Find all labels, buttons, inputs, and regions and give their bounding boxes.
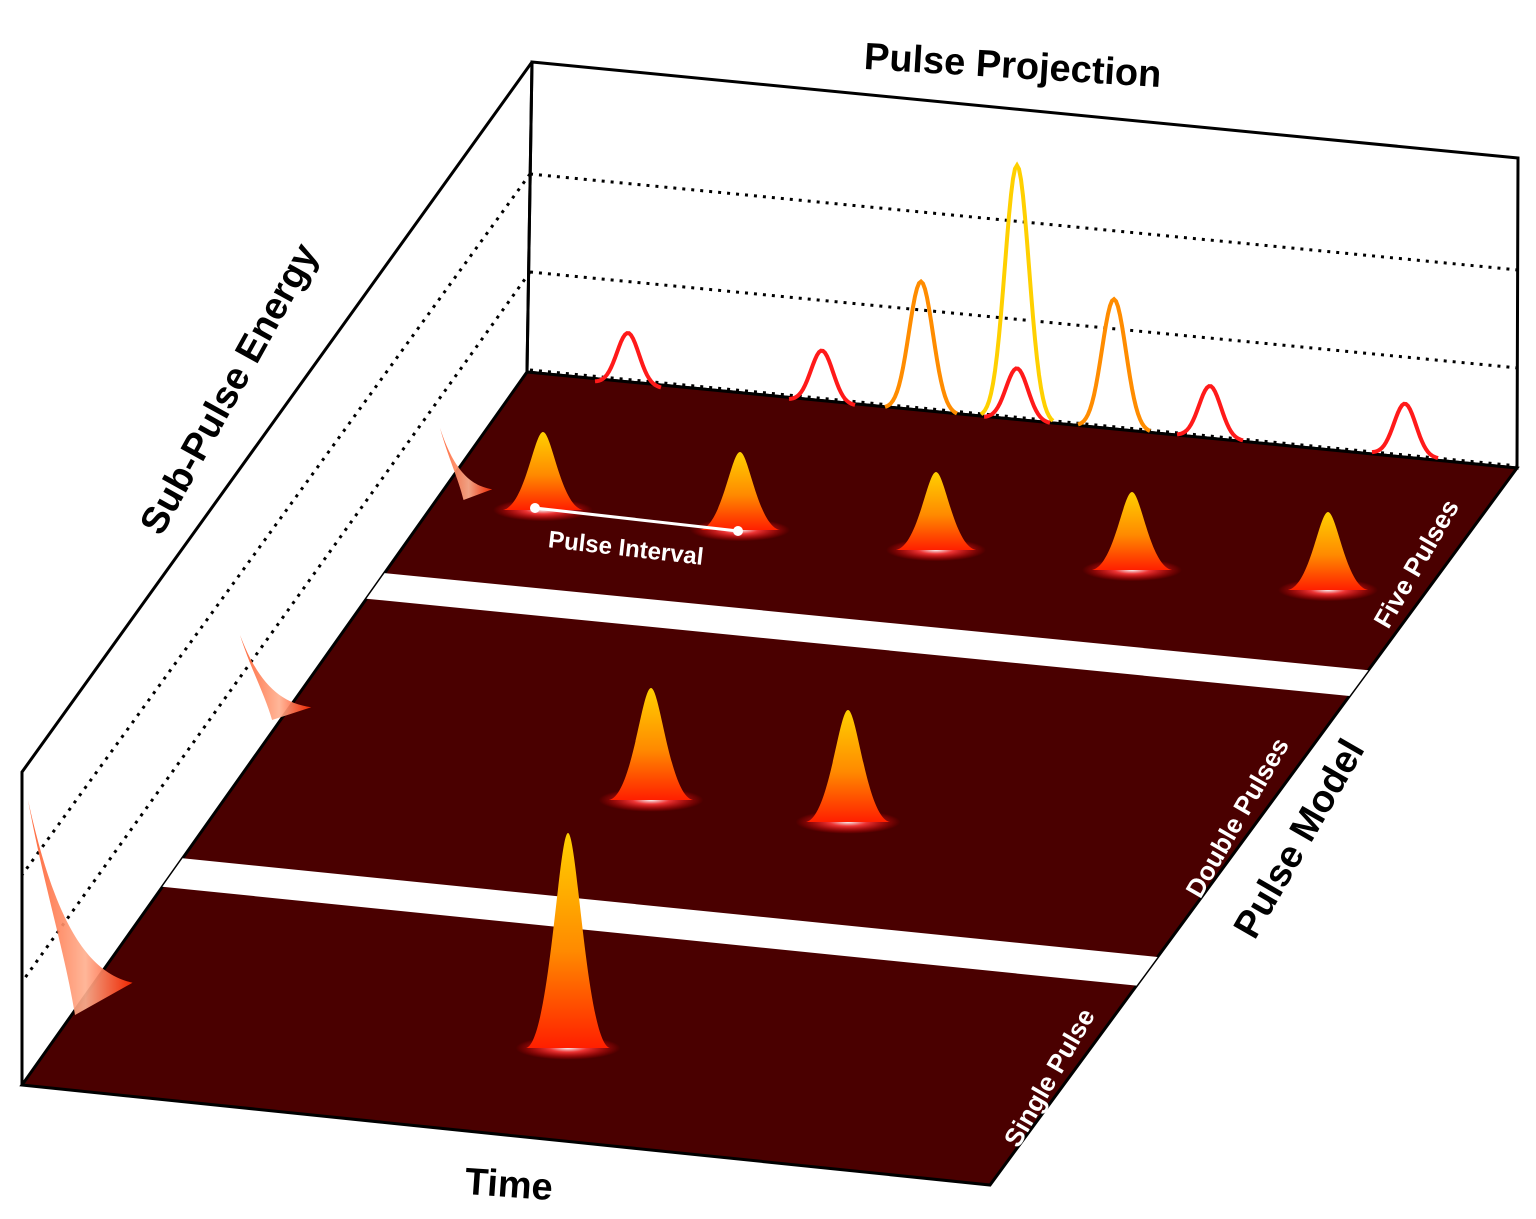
pulse-five-3	[886, 472, 986, 562]
side-pulse-2	[240, 635, 312, 720]
pulse-single-1-body	[526, 833, 610, 1048]
left-wall-edge	[20, 61, 534, 1085]
projection-five-pulse-peak-4	[1176, 384, 1244, 443]
level-line-base	[529, 368, 1519, 468]
pulse-five-4-body	[1092, 492, 1172, 570]
floor-surface	[19, 370, 1520, 1187]
row-separator-1	[366, 573, 1369, 697]
projection-five-pulse-peak-3	[983, 366, 1051, 425]
pulse-projection-title: Pulse Projection	[863, 36, 1163, 96]
row-separator-2	[162, 858, 1158, 986]
projection-five-pulse-peak-5	[1371, 401, 1439, 461]
projection-five-pulse-peak-2	[788, 348, 856, 407]
level-line-wall-1	[529, 270, 1519, 370]
pulse-five-5-body	[1288, 512, 1368, 590]
pulse-five-4	[1082, 492, 1182, 582]
floor-pulses	[493, 432, 1378, 1060]
side-pulse-3	[28, 800, 133, 1015]
projection-single-pulse-peak-1	[979, 161, 1055, 423]
pulse-five-5	[1278, 512, 1378, 602]
pulse-double-1-body	[609, 688, 693, 800]
pulse-five-1-body	[503, 432, 583, 510]
pulse-interval-line	[534, 506, 739, 533]
pulse-single-1	[515, 833, 621, 1060]
pulse-double-2	[795, 710, 901, 834]
floor-plane	[19, 370, 1520, 1187]
side-wall-pulses	[28, 428, 493, 1015]
projection-double-pulse-peak-2	[1077, 296, 1151, 433]
level-line-side-2	[20, 173, 532, 876]
side-pulse-1	[440, 428, 493, 500]
projection-traces	[594, 161, 1439, 461]
pulse-interval-dot-start	[530, 503, 540, 513]
pulse-five-3-body	[896, 472, 976, 550]
time-axis-label: Time	[463, 1161, 554, 1209]
pulse-five-2-body	[700, 452, 780, 530]
projection-five-pulse-peak-1	[594, 331, 662, 390]
pulse-interval-dot-end	[733, 526, 743, 536]
projection-double-pulse-peak-1	[884, 278, 958, 416]
pulse-double-1	[598, 688, 704, 812]
back-left-edge	[525, 61, 534, 373]
pulse-double-2-body	[806, 710, 890, 822]
level-line-side-1	[20, 271, 532, 983]
